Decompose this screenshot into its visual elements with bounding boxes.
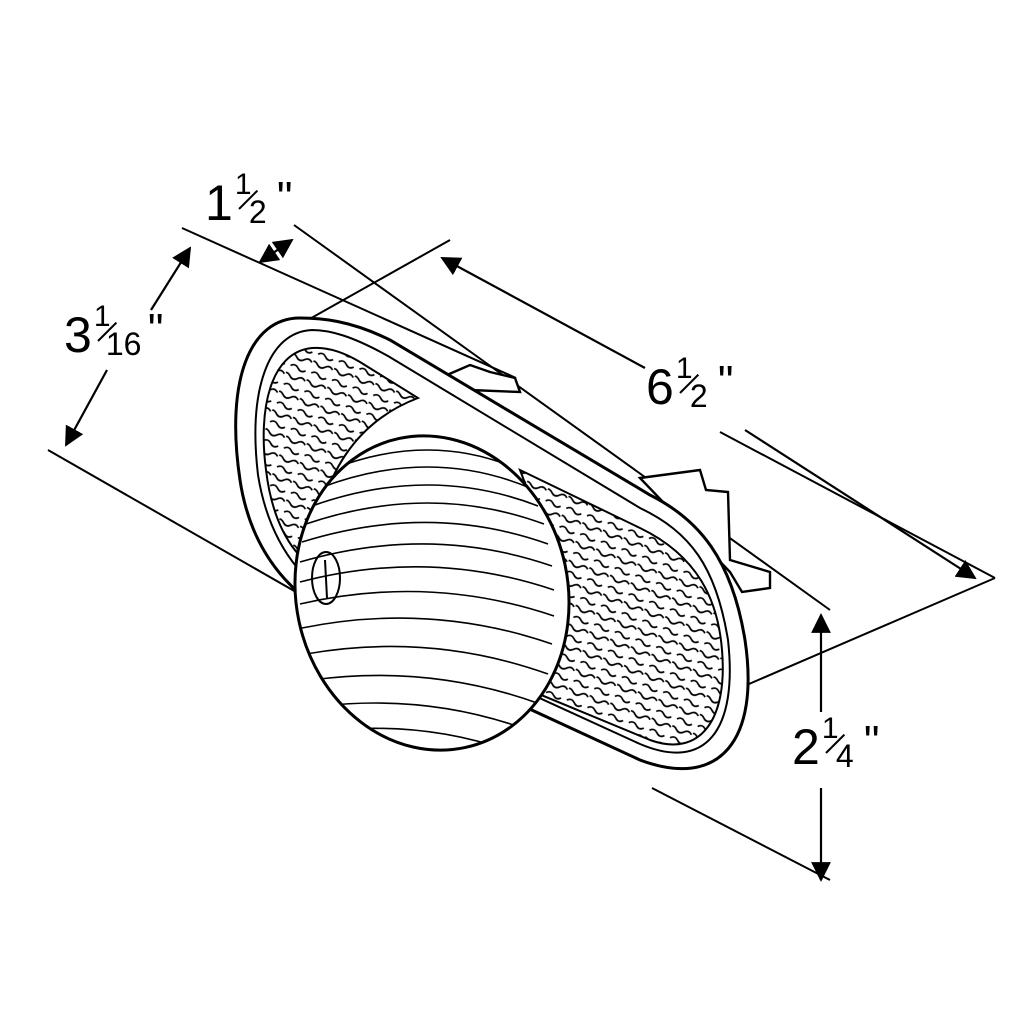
fraction-denominator: 16 <box>105 326 142 362</box>
fraction-numerator: 1 <box>234 168 252 201</box>
center-lens <box>293 434 571 753</box>
dimension-whole: 3 <box>64 307 92 363</box>
inch-unit: " <box>863 717 880 766</box>
dimension-whole: 6 <box>646 359 674 415</box>
fraction-denominator: 2 <box>689 378 708 414</box>
inch-unit: " <box>717 357 734 406</box>
dimension-whole: 2 <box>792 719 820 775</box>
fraction-denominator: 2 <box>248 194 267 230</box>
fraction-numerator: 1 <box>93 300 111 333</box>
reflector-panels <box>262 346 724 746</box>
fraction-numerator: 1 <box>675 352 693 385</box>
dimension-arrows <box>65 238 977 882</box>
dimension-whole: 1 <box>205 175 233 231</box>
inch-unit: " <box>147 305 164 354</box>
fraction-denominator: 4 <box>835 738 854 774</box>
inch-unit: " <box>276 173 293 222</box>
fraction-numerator: 1 <box>821 712 839 745</box>
extension-lines <box>47 224 996 881</box>
